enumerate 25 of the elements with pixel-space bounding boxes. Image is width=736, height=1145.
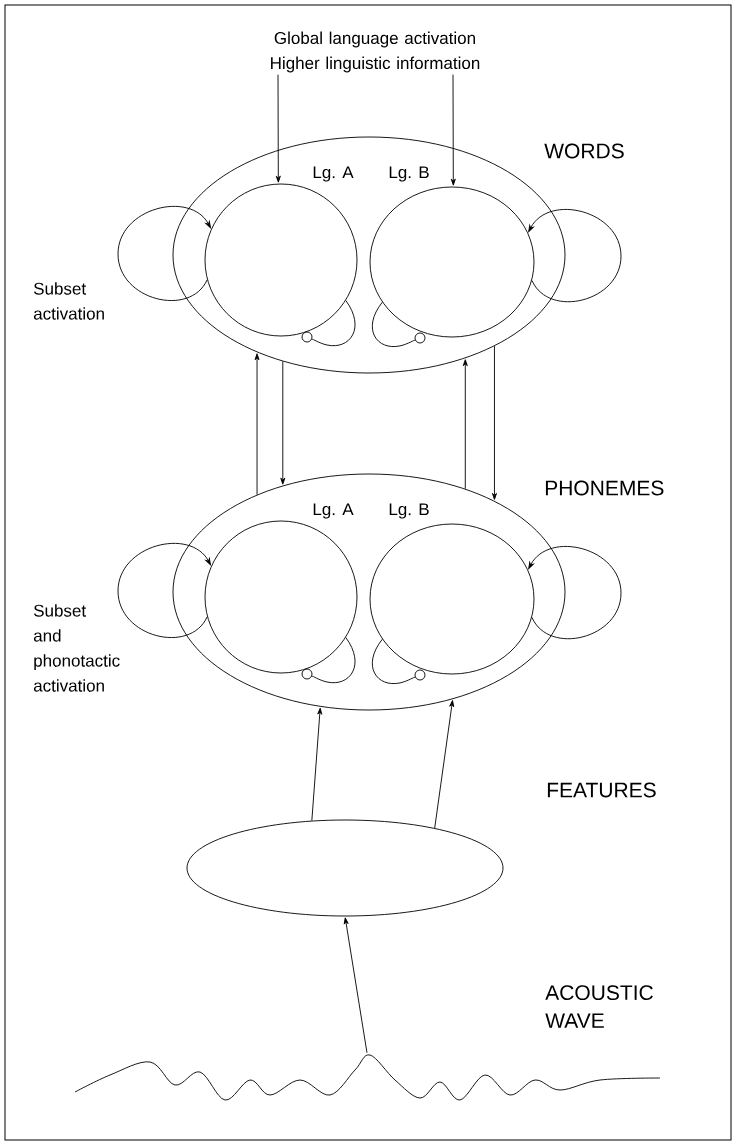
arrow xyxy=(311,707,323,822)
loop-arrow xyxy=(117,542,211,638)
arrow xyxy=(450,74,456,186)
level-label: WORDS xyxy=(544,143,624,159)
level-label: FEATURES xyxy=(547,782,656,798)
language-label: Lg. B xyxy=(389,503,429,519)
side-note: Subset activation xyxy=(33,282,104,320)
level-label: PHONEMES xyxy=(545,480,664,496)
loop-arrow xyxy=(528,209,622,302)
side-note: Subset and phonotactic activation xyxy=(33,604,120,692)
arrow xyxy=(280,361,286,485)
loop-arrow xyxy=(528,546,622,640)
arrow xyxy=(462,359,468,490)
annotation-text: Global language activation Higher linguistic information xyxy=(271,31,480,73)
wave-label: ACOUSTIC WAVE xyxy=(545,985,653,1028)
arrow xyxy=(275,74,281,183)
arrow xyxy=(492,345,497,500)
loop-arrow xyxy=(117,205,211,301)
arrow xyxy=(343,917,368,1054)
acoustic-wave xyxy=(74,1054,661,1101)
language-label: Lg. A xyxy=(313,503,354,519)
language-label: Lg. B xyxy=(389,166,429,182)
arrow xyxy=(254,353,260,496)
arrow xyxy=(434,700,455,829)
language-label: Lg. A xyxy=(313,166,354,182)
